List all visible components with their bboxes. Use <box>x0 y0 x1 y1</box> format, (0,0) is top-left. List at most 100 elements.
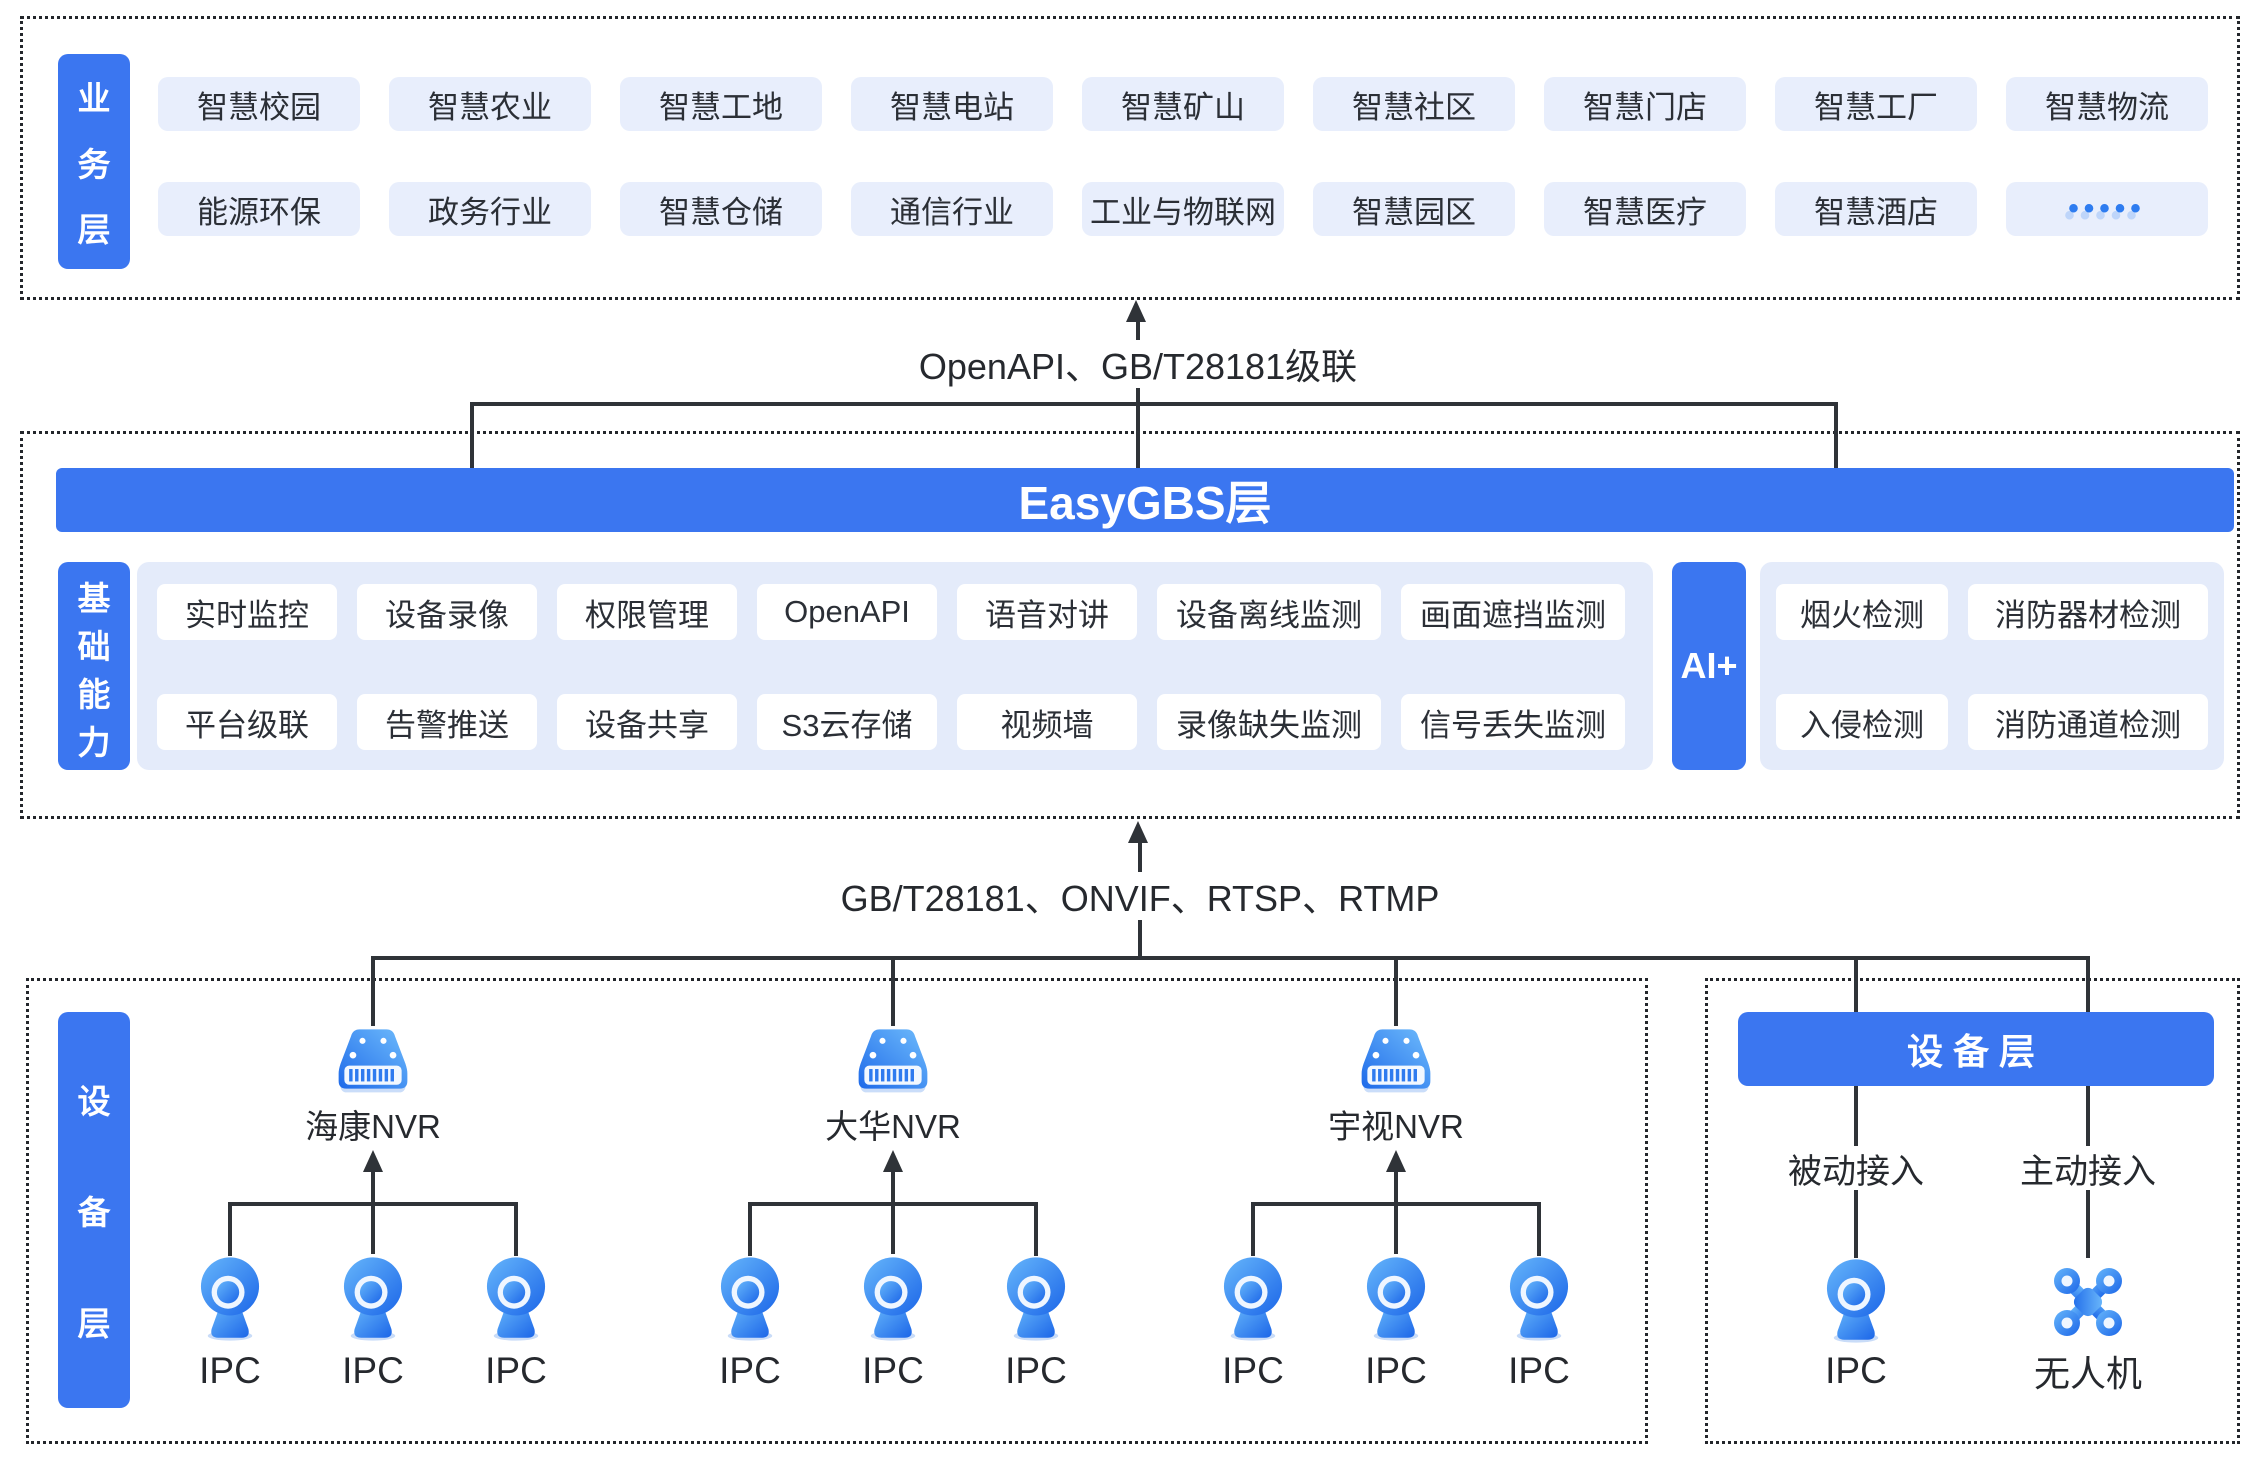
capability-chip: 实时监控 <box>157 584 337 640</box>
device-layer-box <box>26 978 1648 1444</box>
business-chip-more: ••••• <box>2006 182 2208 236</box>
ai-chip: 消防器材检测 <box>1968 584 2208 640</box>
group-bracket-h <box>750 1202 1036 1206</box>
passive-feed-line <box>1854 956 1858 1258</box>
ipc-camera-icon <box>485 1256 547 1342</box>
nvr-icon <box>851 1024 935 1094</box>
capability-chip: 告警推送 <box>357 694 537 750</box>
ipc-label: IPC <box>313 1350 433 1392</box>
group-bracket-left <box>748 1202 752 1256</box>
capability-chip: 权限管理 <box>557 584 737 640</box>
connector-top-label: OpenAPI、GB/T28181级联 <box>902 340 1374 388</box>
ipc-camera-icon <box>1222 1256 1284 1342</box>
connector-top-bracket-right <box>1834 402 1838 468</box>
ipc-camera-icon <box>862 1256 924 1342</box>
connector-top-stem <box>1136 316 1140 468</box>
ipc-label: IPC <box>170 1350 290 1392</box>
capability-chip: 设备离线监测 <box>1157 584 1381 640</box>
group-bracket-right <box>1034 1202 1038 1256</box>
connector-top-bracket-left <box>470 402 474 468</box>
ipc-label: IPC <box>456 1350 576 1392</box>
ipc-label: IPC <box>1193 1350 1313 1392</box>
ai-chip: 消防通道检测 <box>1968 694 2208 750</box>
business-chip: 智慧酒店 <box>1775 182 1977 236</box>
drone-label: 无人机 <box>2008 1350 2168 1394</box>
business-chip: 通信行业 <box>851 182 1053 236</box>
capability-chip: 平台级联 <box>157 694 337 750</box>
ipc-label: IPC <box>833 1350 953 1392</box>
capability-chip: S3云存储 <box>757 694 937 750</box>
ipc-camera-icon <box>1005 1256 1067 1342</box>
capability-chip: 信号丢失监测 <box>1401 694 1625 750</box>
passive-access-label: 被动接入 <box>1756 1146 1956 1191</box>
business-chip: 智慧矿山 <box>1082 77 1284 131</box>
ellipsis-dots-icon: ••••• <box>2068 192 2146 225</box>
business-chip: 智慧工厂 <box>1775 77 1977 131</box>
ipc-label: IPC <box>1796 1350 1916 1392</box>
group-bracket-left <box>228 1202 232 1256</box>
capability-chip: 画面遮挡监测 <box>1401 584 1625 640</box>
ipc-label: IPC <box>1479 1350 1599 1392</box>
business-chip: 智慧社区 <box>1313 77 1515 131</box>
device-layer-label: 设备层 <box>58 1012 130 1408</box>
arrow-up-icon <box>363 1150 383 1172</box>
ipc-camera-icon <box>199 1256 261 1342</box>
business-chip: 工业与物联网 <box>1082 182 1284 236</box>
ipc-label: IPC <box>976 1350 1096 1392</box>
connector-top-bracket-h <box>470 402 1838 406</box>
business-chip: 能源环保 <box>158 182 360 236</box>
ipc-label: IPC <box>1336 1350 1456 1392</box>
nvr-name: 宇视NVR <box>1296 1104 1496 1145</box>
direct-device-banner: 设备层 <box>1738 1012 2214 1086</box>
nvr3-feed-line <box>1394 956 1398 1026</box>
business-layer-box <box>20 16 2240 300</box>
capability-chip: 视频墙 <box>957 694 1137 750</box>
group-bracket-h <box>230 1202 516 1206</box>
business-chip: 智慧工地 <box>620 77 822 131</box>
group-bracket-right <box>514 1202 518 1256</box>
easygbs-title-banner: EasyGBS层 <box>56 468 2234 532</box>
ipc-camera-icon <box>342 1256 404 1342</box>
business-chip: 智慧仓储 <box>620 182 822 236</box>
business-chip: 智慧农业 <box>389 77 591 131</box>
ipc-label: IPC <box>690 1350 810 1392</box>
active-access-label: 主动接入 <box>1988 1146 2188 1191</box>
ai-plus-label: AI+ <box>1672 562 1746 770</box>
business-chip: 智慧园区 <box>1313 182 1515 236</box>
arrow-up-icon <box>1128 821 1148 843</box>
group-bracket-h <box>1253 1202 1539 1206</box>
group-stem <box>1394 1168 1398 1254</box>
connector-bottom-label: GB/T28181、ONVIF、RTSP、RTMP <box>824 872 1456 920</box>
nvr1-feed-line <box>371 956 375 1026</box>
business-chip: 政务行业 <box>389 182 591 236</box>
ipc-camera-icon <box>1508 1256 1570 1342</box>
active-feed-line <box>2086 956 2090 1258</box>
business-chip: 智慧物流 <box>2006 77 2208 131</box>
capability-chip: 设备共享 <box>557 694 737 750</box>
capability-chip: OpenAPI <box>757 584 937 640</box>
group-stem <box>371 1168 375 1254</box>
ai-chip: 入侵检测 <box>1776 694 1948 750</box>
direct-device-box <box>1705 978 2240 1444</box>
capability-label: 基础能力 <box>58 562 130 770</box>
group-bracket-right <box>1537 1202 1541 1256</box>
capability-chip: 录像缺失监测 <box>1157 694 1381 750</box>
group-bracket-left <box>1251 1202 1255 1256</box>
nvr2-feed-line <box>891 956 895 1026</box>
nvr-icon <box>1354 1024 1438 1094</box>
business-chip: 智慧校园 <box>158 77 360 131</box>
ipc-camera-icon <box>1825 1258 1887 1344</box>
arrow-up-icon <box>1126 300 1146 322</box>
ai-chip: 烟火检测 <box>1776 584 1948 640</box>
arrow-up-icon <box>883 1150 903 1172</box>
ipc-camera-icon <box>1365 1256 1427 1342</box>
business-chip: 智慧医疗 <box>1544 182 1746 236</box>
group-stem <box>891 1168 895 1254</box>
nvr-name: 大华NVR <box>793 1104 993 1145</box>
nvr-icon <box>331 1024 415 1094</box>
nvr-name: 海康NVR <box>273 1104 473 1145</box>
arrow-up-icon <box>1386 1150 1406 1172</box>
capability-chip: 设备录像 <box>357 584 537 640</box>
drone-icon <box>2050 1264 2126 1340</box>
